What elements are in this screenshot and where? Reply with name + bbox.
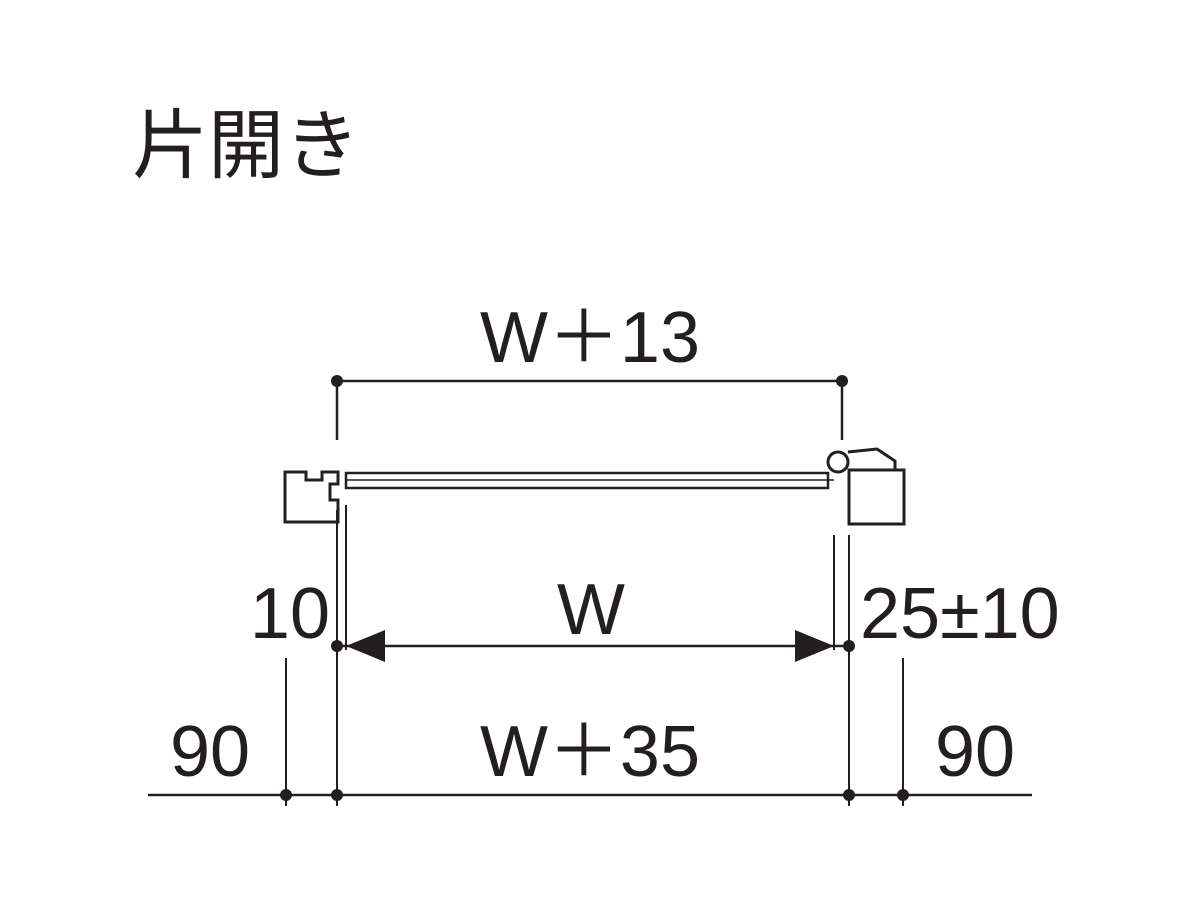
arrow-right [795, 630, 834, 662]
extension-lines-opening [336, 505, 850, 650]
dim-label-right-gap: 25±10 [860, 574, 1060, 654]
dim-label-opening: W [557, 570, 625, 650]
dim-label-left-post: 90 [170, 712, 250, 792]
dimension-bottom: 90 W＋35 90 [148, 712, 1032, 801]
right-post-hinge [826, 447, 906, 526]
extension-lines-bottom [285, 646, 904, 806]
diagram-title: 片開き [132, 101, 360, 190]
arrow-left [346, 630, 385, 662]
gate-leaf [344, 471, 834, 490]
dimension-opening-width: W [331, 570, 855, 662]
dim-label-left-gap: 10 [250, 574, 330, 654]
dimension-top-overall: W＋13 [331, 298, 848, 440]
dim-label-bottom: W＋35 [480, 712, 700, 792]
dim-label-top: W＋13 [480, 298, 700, 378]
hinge-pivot [826, 450, 850, 474]
right-post-profile [847, 468, 906, 526]
dim-dot-bottom-2 [331, 789, 343, 801]
hinge-bracket [847, 447, 897, 470]
dim-dot-bottom-3 [843, 789, 855, 801]
dim-dot-bottom-1 [280, 789, 292, 801]
dim-dot-bottom-4 [897, 789, 909, 801]
dim-label-right-post: 90 [935, 712, 1015, 792]
left-post-profile [283, 470, 340, 524]
gate-leaf-panel [344, 471, 830, 490]
left-post [283, 470, 340, 524]
